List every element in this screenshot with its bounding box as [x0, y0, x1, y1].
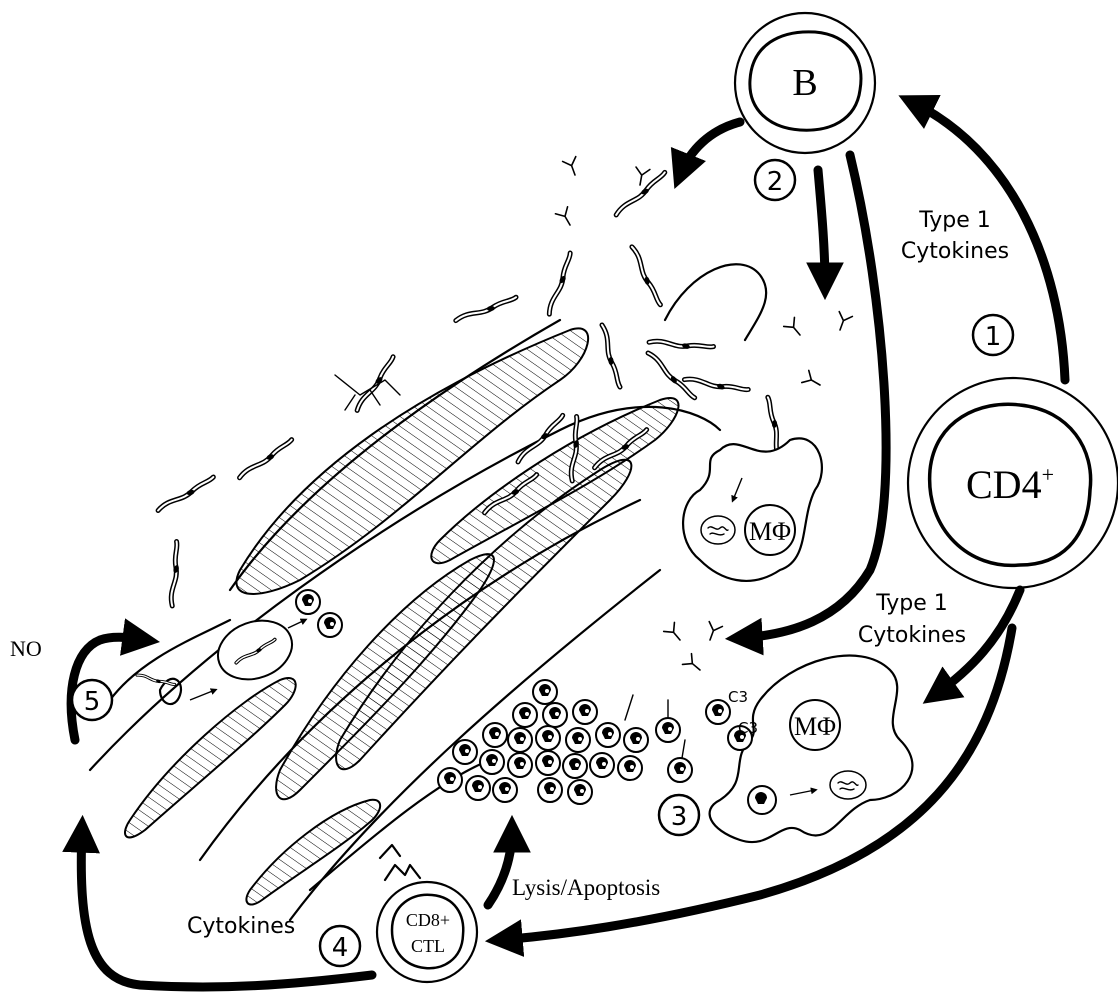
step-2: 2: [755, 160, 795, 200]
svg-text:2: 2: [767, 167, 784, 197]
cd4-cell-label: CD4+: [966, 462, 1054, 507]
cd8-label-line1: CD8+: [406, 910, 450, 930]
arrow-b-to-antibodies: [680, 122, 740, 175]
muscle-tissue: [90, 320, 720, 920]
step-3: 3: [659, 795, 699, 835]
step-5: 5: [72, 680, 112, 720]
type1-cytokines-top-line1: Type 1: [918, 208, 991, 233]
no-label: NO: [10, 636, 42, 661]
b-cell: B: [735, 13, 875, 153]
muscle-fiber: [125, 678, 296, 837]
c3-label-b: C3: [738, 719, 758, 737]
lysis-apoptosis-label: Lysis/Apoptosis: [512, 875, 660, 900]
muscle-fiber-outline: [110, 620, 230, 700]
arrow-b-to-antibodies-mid: [818, 170, 825, 285]
antibodies: [555, 157, 852, 676]
b-cell-label: B: [792, 62, 817, 104]
step-4: 4: [320, 926, 360, 966]
svg-text:3: 3: [671, 802, 688, 832]
step-1: 1: [973, 315, 1013, 355]
svg-text:4: 4: [332, 933, 349, 963]
svg-text:1: 1: [985, 322, 1002, 352]
c3-label-a: C3: [728, 688, 748, 706]
svg-text:5: 5: [84, 687, 101, 717]
type1-cytokines-mid-line2: Cytokines: [858, 623, 966, 648]
tcr-receptor: [380, 845, 420, 880]
type1-cytokines-top-line2: Cytokines: [901, 239, 1009, 264]
cd8-ctl-cell: CD8+ CTL: [377, 845, 477, 982]
arrow-cd8-lysis: [488, 830, 512, 905]
cd4-cell: CD4+: [908, 378, 1118, 588]
cd8-label-line2: CTL: [411, 936, 445, 956]
damaged-fiber-edge: [665, 264, 766, 340]
type1-cytokines-mid-line1: Type 1: [875, 591, 948, 616]
pathway-arrows: [71, 102, 1065, 987]
cytokines-label: Cytokines: [187, 914, 295, 939]
macrophage-bottom-label: MΦ: [794, 712, 836, 741]
macrophage-top-label: MΦ: [749, 517, 791, 546]
macrophage-top: MΦ: [683, 438, 822, 580]
